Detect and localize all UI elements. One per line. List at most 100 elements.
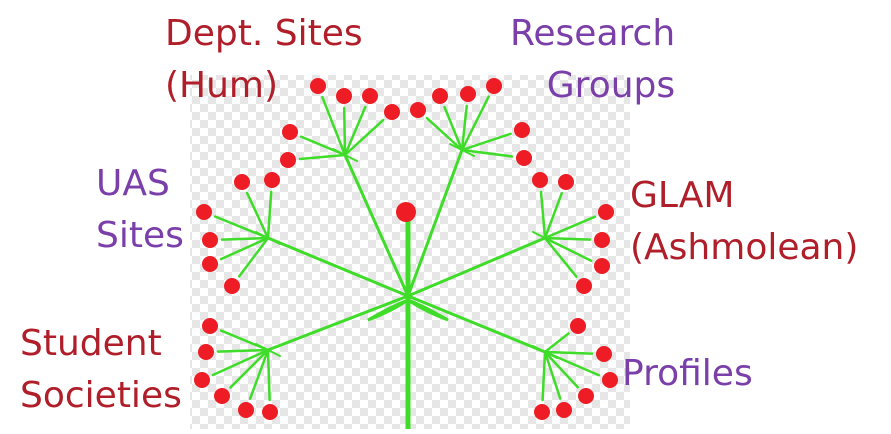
secondary-ray-3-5 <box>219 236 270 261</box>
flower-dot-5-4 <box>214 388 230 404</box>
secondary-ray-5-3 <box>211 348 270 377</box>
flower-dot-2-6 <box>410 102 426 118</box>
secondary-ray-1-6 <box>298 153 347 161</box>
flower-dot-6-6 <box>534 404 550 420</box>
secondary-ray-6-1 <box>543 332 570 354</box>
umbellet-bract-3 <box>255 231 281 245</box>
secondary-ray-4-1 <box>539 190 547 240</box>
flower-dot-4-2 <box>558 174 574 190</box>
secondary-ray-2-4 <box>460 132 512 152</box>
label-student-societies: Student Societies <box>20 318 182 422</box>
flower-dot-2-4 <box>514 122 530 138</box>
secondary-ray-3-4 <box>220 236 270 241</box>
label-glam-line1: GLAM <box>630 175 735 216</box>
flower-dot-4-3 <box>598 204 614 220</box>
flower-dot-4-1 <box>532 172 548 188</box>
label-dept-sites: Dept. Sites (Hum) <box>165 8 363 112</box>
primary-ray-6 <box>406 294 547 354</box>
label-research-groups-line1: Research <box>510 13 676 54</box>
secondary-ray-6-5 <box>543 350 562 400</box>
secondary-ray-4-2 <box>543 191 564 240</box>
flower-dot-6-4 <box>578 388 594 404</box>
flower-dot-2-2 <box>460 86 476 102</box>
secondary-ray-3-6 <box>237 236 270 278</box>
secondary-ray-1-3 <box>343 105 367 157</box>
secondary-ray-2-3 <box>460 95 490 152</box>
flower-dot-3-3 <box>196 204 212 220</box>
secondary-ray-1-1 <box>321 95 347 157</box>
umbellet-bract-6 <box>532 345 558 359</box>
secondary-ray-6-6 <box>541 350 547 402</box>
label-research-groups-line2: Groups <box>546 65 676 106</box>
primary-ray-4 <box>406 236 547 298</box>
flower-dot-5-6 <box>262 404 278 420</box>
umbellet-bract-4 <box>532 231 558 245</box>
flower-dot-1-6 <box>280 152 296 168</box>
flower-dot-1-3 <box>362 88 378 104</box>
secondary-ray-6-4 <box>543 350 580 389</box>
terminal-flower <box>396 202 416 222</box>
secondary-ray-5-4 <box>229 348 270 389</box>
label-glam-line2: (Ashmolean) <box>630 227 859 268</box>
label-dept-sites-line2: (Hum) <box>165 65 279 106</box>
label-student-societies-line2: Societies <box>20 375 182 416</box>
flower-dot-1-5 <box>282 124 298 140</box>
flower-dot-5-5 <box>238 402 254 418</box>
secondary-ray-1-4 <box>343 118 385 157</box>
label-dept-sites-line1: Dept. Sites <box>165 13 363 54</box>
flower-dot-3-5 <box>202 256 218 272</box>
primary-ray-2 <box>406 148 464 298</box>
flower-dot-3-6 <box>224 278 240 294</box>
label-uas-sites-line1: UAS <box>96 163 170 204</box>
flower-dot-1-4 <box>384 104 400 120</box>
secondary-ray-4-4 <box>543 236 592 241</box>
flower-dot-3-1 <box>234 174 250 190</box>
secondary-ray-3-2 <box>266 190 273 240</box>
label-research-groups: Research Groups <box>510 8 675 112</box>
secondary-ray-5-2 <box>216 348 270 353</box>
label-student-societies-line1: Student <box>20 323 162 364</box>
label-uas-sites: UAS Sites <box>96 158 184 262</box>
stem-bract <box>367 298 449 322</box>
flower-dot-6-3 <box>602 372 618 388</box>
flower-dot-6-2 <box>596 346 612 362</box>
flower-dot-3-2 <box>264 172 280 188</box>
flower-dot-2-1 <box>432 88 448 104</box>
secondary-ray-4-3 <box>543 215 597 240</box>
umbellet-bract-5 <box>255 343 281 357</box>
flower-dot-1-2 <box>336 88 352 104</box>
flower-dot-4-5 <box>594 258 610 274</box>
secondary-ray-3-1 <box>245 191 270 240</box>
secondary-ray-2-6 <box>425 116 464 152</box>
primary-ray-1 <box>343 153 410 298</box>
flower-dot-6-1 <box>570 318 586 334</box>
flower-dot-5-3 <box>194 372 210 388</box>
flower-dot-3-4 <box>202 232 218 248</box>
flower-dot-6-5 <box>556 402 572 418</box>
label-profiles: Profiles <box>622 348 753 400</box>
primary-ray-3 <box>266 236 410 298</box>
umbellet-bract-1 <box>332 148 358 162</box>
secondary-ray-5-5 <box>248 348 270 400</box>
label-uas-sites-line2: Sites <box>96 215 184 256</box>
secondary-ray-2-5 <box>460 148 514 158</box>
flower-dot-4-4 <box>594 232 610 248</box>
secondary-ray-5-6 <box>266 348 271 402</box>
label-profiles-line1: Profiles <box>622 353 753 394</box>
flower-dot-2-3 <box>486 78 502 94</box>
flower-dot-1-1 <box>310 78 326 94</box>
label-glam: GLAM (Ashmolean) <box>630 170 858 274</box>
secondary-ray-1-2 <box>342 106 347 157</box>
flower-dot-4-6 <box>576 278 592 294</box>
secondary-ray-6-2 <box>543 350 594 355</box>
flower-dot-2-5 <box>516 150 532 166</box>
primary-ray-5 <box>266 294 410 352</box>
secondary-ray-2-1 <box>443 105 464 152</box>
secondary-ray-2-2 <box>460 104 468 152</box>
umbellet-bract-2 <box>449 143 475 157</box>
flower-dot-5-1 <box>202 318 218 334</box>
secondary-ray-4-6 <box>543 236 578 278</box>
flower-dot-5-2 <box>198 344 214 360</box>
